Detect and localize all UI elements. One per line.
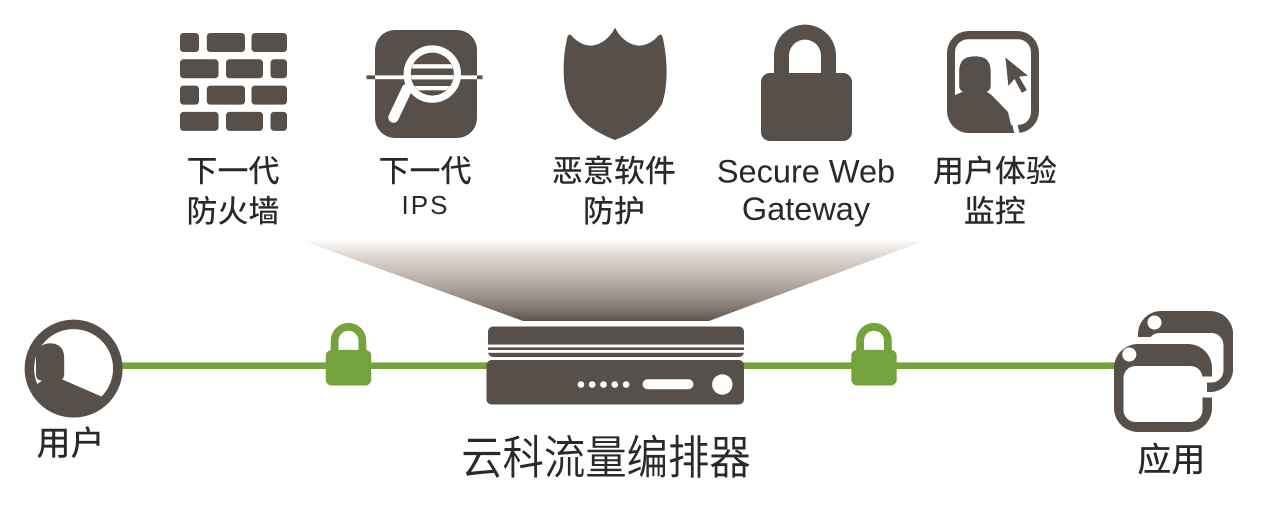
svg-text:IPS: IPS (402, 190, 450, 220)
svg-text:Secure Web: Secure Web (717, 153, 895, 189)
svg-text:Gateway: Gateway (742, 191, 871, 227)
